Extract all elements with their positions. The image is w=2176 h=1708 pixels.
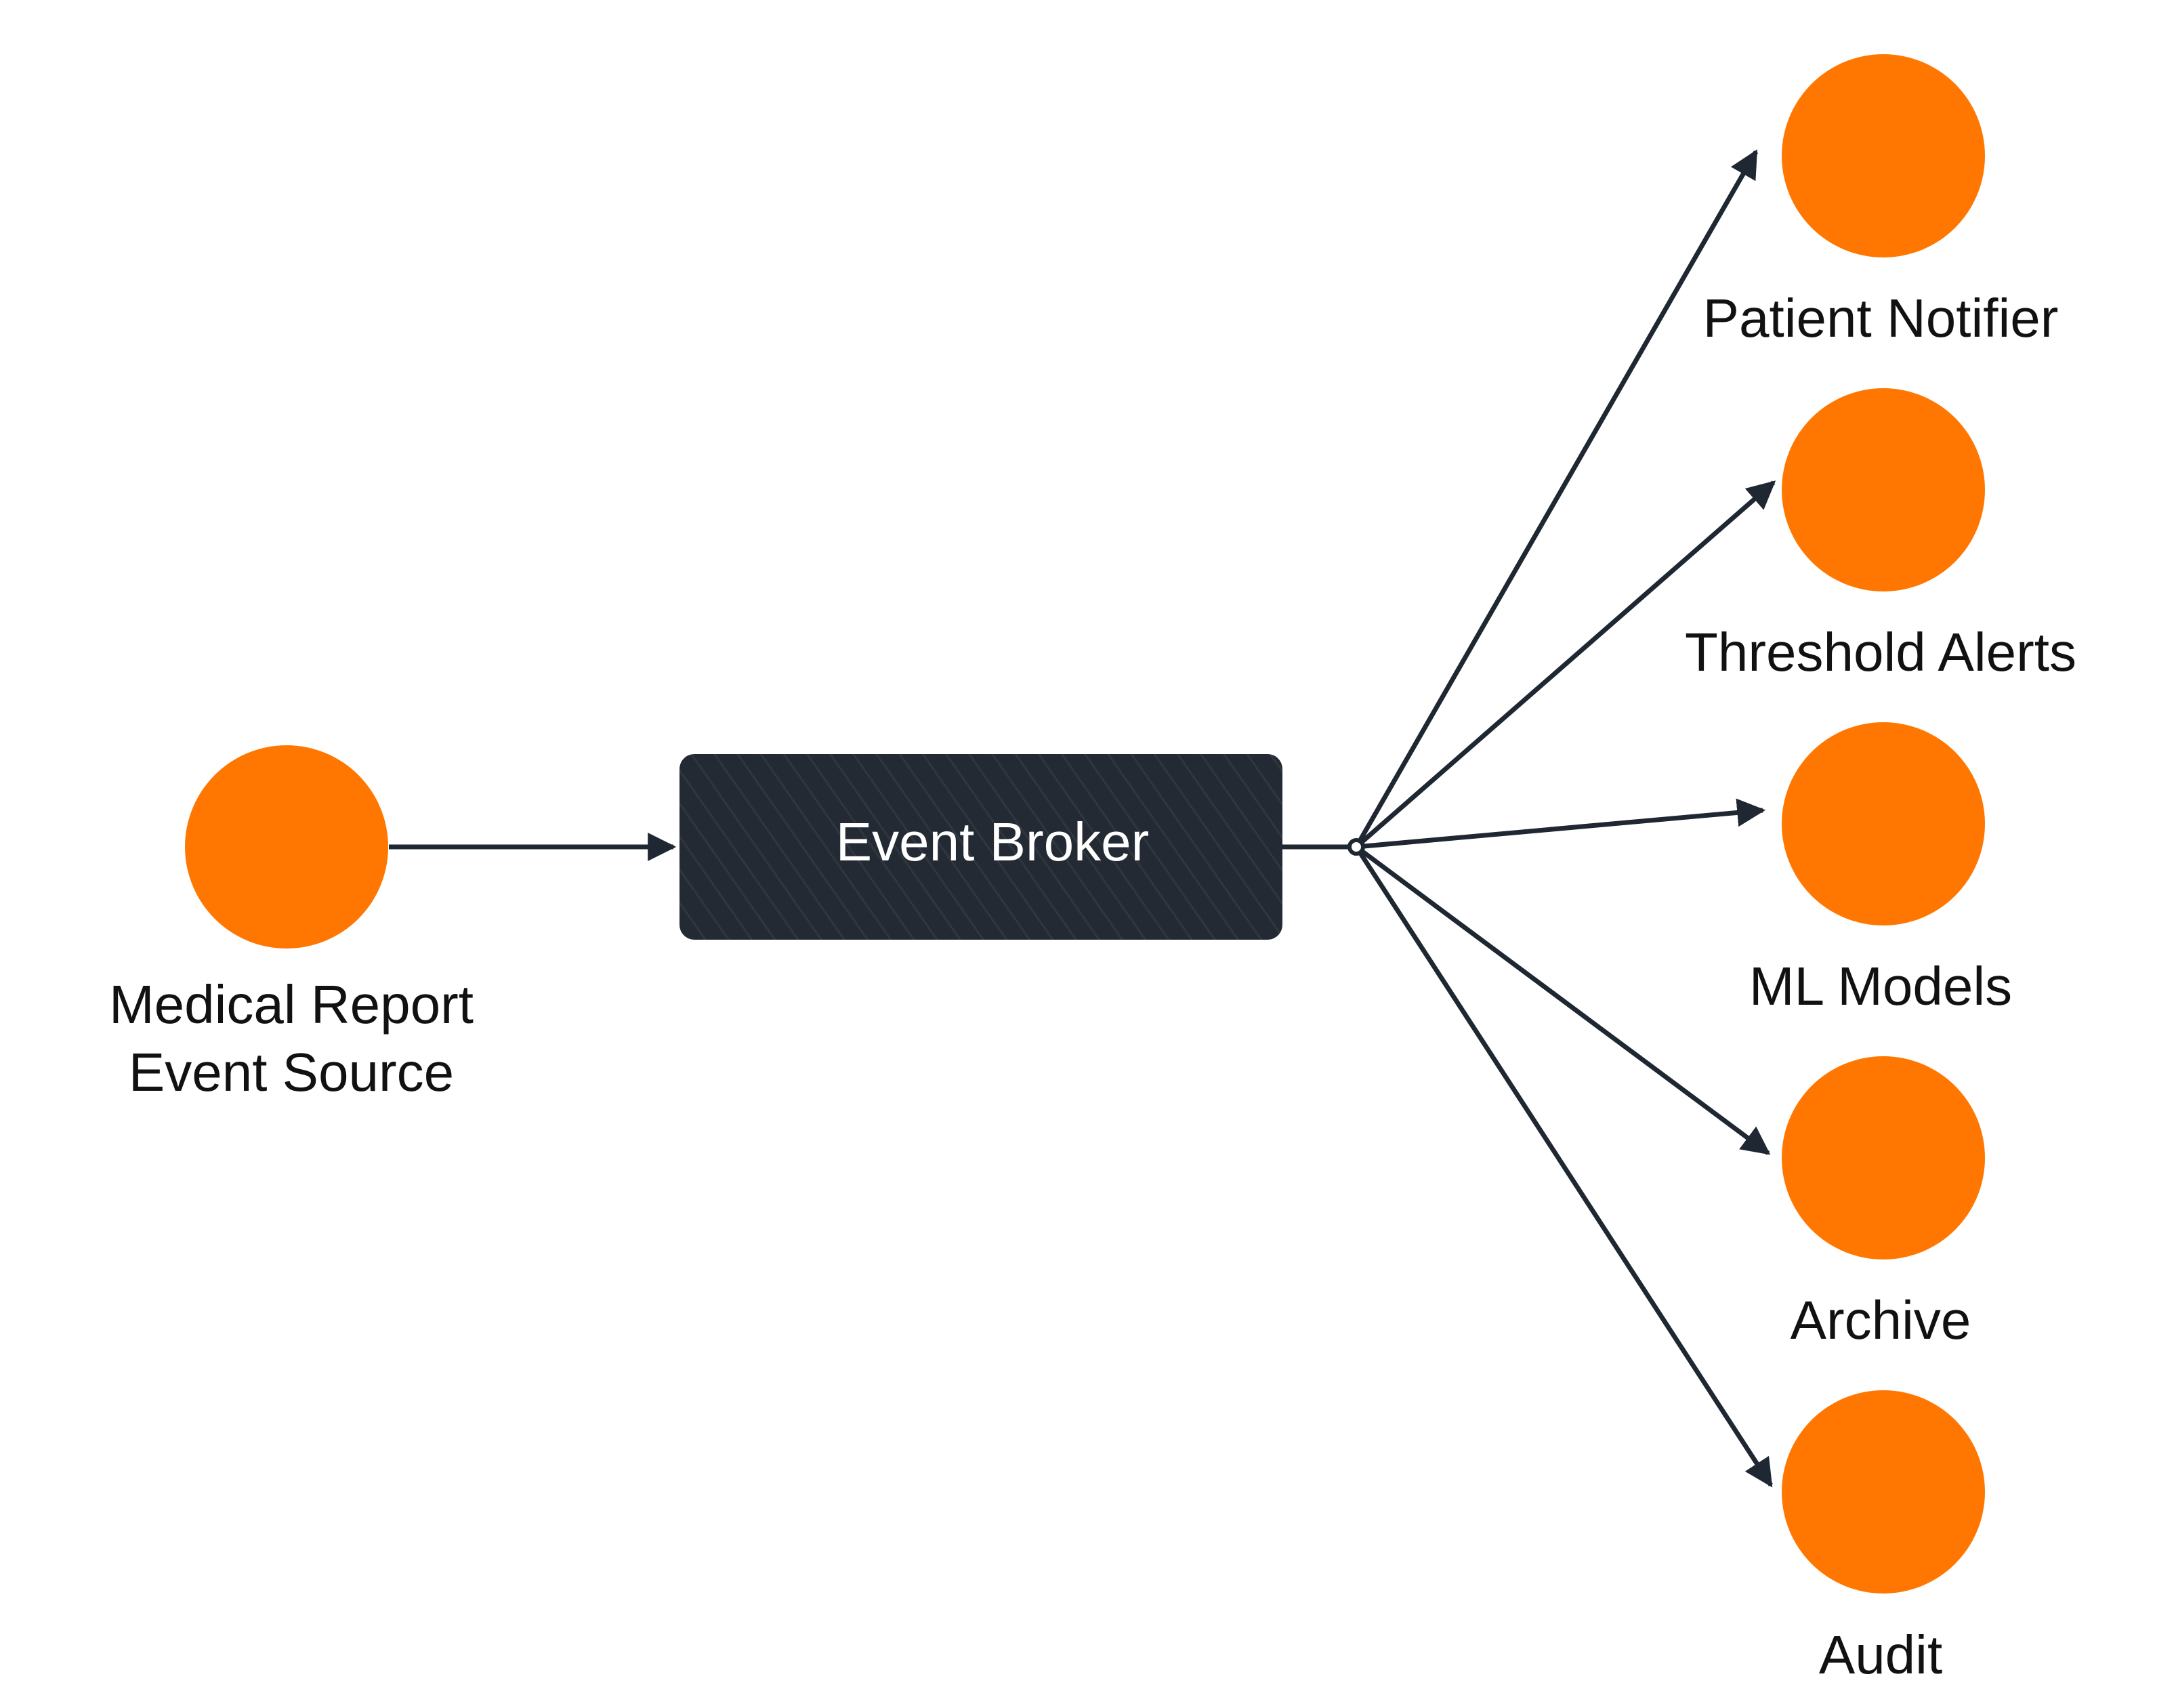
edge-broker-to-audit	[1354, 846, 1773, 1488]
source-node[interactable]	[185, 745, 388, 949]
edge-broker-to-ml-models	[1356, 798, 1766, 850]
consumer-label-ml-models: ML Models	[1749, 956, 2012, 1016]
event-broker-label: Event Broker	[836, 812, 1149, 872]
consumer-node-ml-models[interactable]	[1782, 722, 1985, 925]
consumer-node-archive[interactable]	[1782, 1056, 1985, 1259]
edge-broker-to-archive	[1354, 845, 1771, 1155]
fanout-junction	[1347, 838, 1365, 856]
source-label-line2: Event Source	[129, 1042, 454, 1102]
consumer-label-archive: Archive	[1791, 1290, 1971, 1350]
consumer-node-audit[interactable]	[1782, 1390, 1985, 1594]
source-label-line1: Medical Report	[109, 974, 474, 1035]
consumer-node-patient-notifier[interactable]	[1782, 54, 1985, 257]
consumer-label-patient-notifier: Patient Notifier	[1703, 288, 2059, 348]
consumer-label-threshold-alerts: Threshold Alerts	[1685, 622, 2076, 682]
consumer-label-audit: Audit	[1819, 1625, 1942, 1685]
edge-broker-to-threshold-alerts	[1354, 480, 1776, 849]
event-broker-box[interactable]	[679, 754, 1282, 940]
consumer-node-threshold-alerts[interactable]	[1782, 388, 1985, 591]
edge-broker-to-patient-notifier	[1354, 149, 1759, 848]
